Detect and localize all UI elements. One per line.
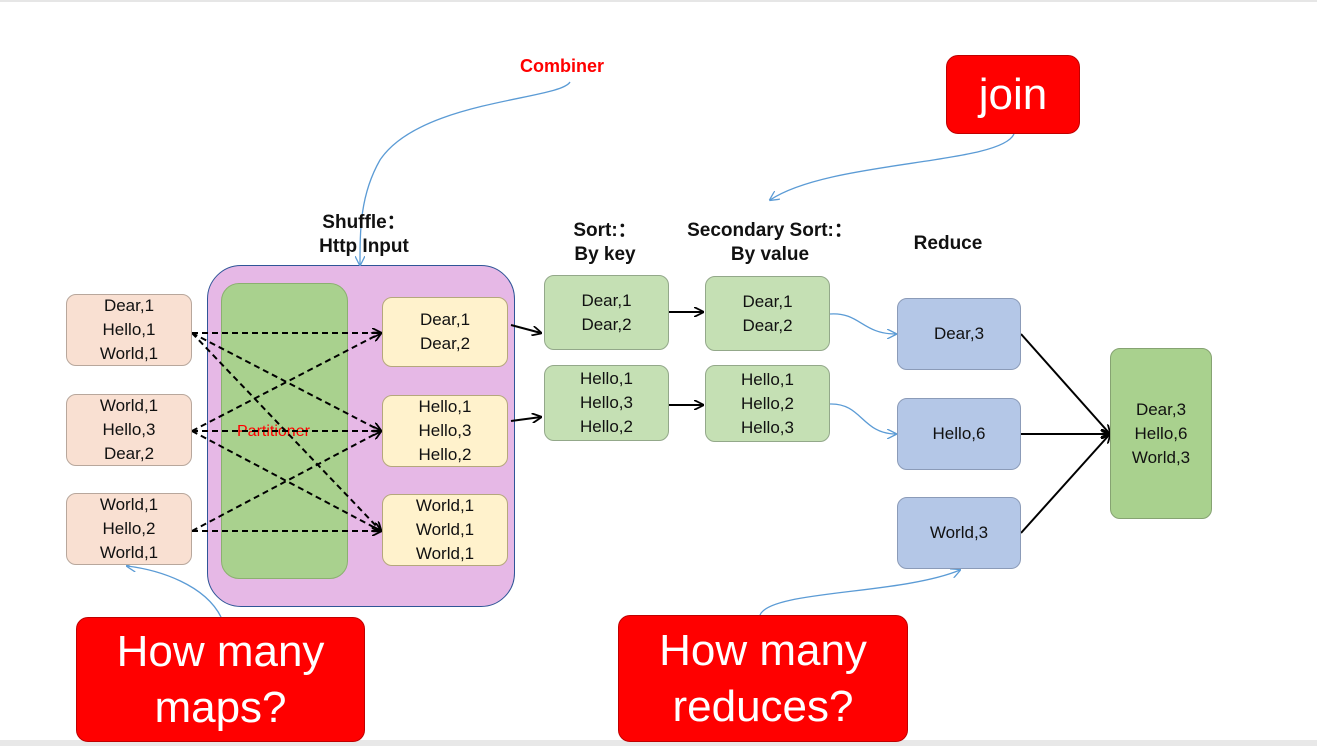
kv-pair: Dear,2 xyxy=(419,334,471,353)
kv-pair: World,1 xyxy=(99,344,159,363)
shuffle-heading-line-1: Shuffle： xyxy=(322,212,406,233)
sorted-by-value-box: Dear,1 Dear,2 xyxy=(705,276,830,351)
map-output-box: Dear,1 Hello,1 World,1 xyxy=(66,294,192,366)
sort-heading-line-1: Sort:： xyxy=(573,220,637,241)
reduce-output-box: Hello,6 xyxy=(897,398,1021,470)
secondary-sort-heading: Secondary Sort:： By value xyxy=(670,219,870,267)
kv-pair: Dear,2 xyxy=(742,315,793,335)
kv-pair: Dear,3 xyxy=(933,324,985,343)
kv-pair: Hello,6 xyxy=(1134,423,1188,443)
kv-pair: Hello,1 xyxy=(580,369,633,388)
callout-line: maps? xyxy=(154,682,287,732)
partition-output-box: World,1 World,1 World,1 xyxy=(382,494,508,566)
callout-line: How many xyxy=(659,625,867,675)
kv-pair: Hello,3 xyxy=(418,421,472,440)
sorted-by-key-box: Dear,1 Dear,2 xyxy=(544,275,669,350)
kv-pair: Hello,1 xyxy=(741,369,794,389)
callout-line: reduces? xyxy=(672,681,854,731)
kv-pair: World,1 xyxy=(415,544,475,563)
reduce-heading: Reduce xyxy=(913,233,983,254)
kv-pair: Dear,1 xyxy=(581,290,632,310)
kv-pair: World,1 xyxy=(99,495,159,514)
kv-pair: Hello,3 xyxy=(741,417,794,437)
map-output-box: World,1 Hello,3 Dear,2 xyxy=(66,394,192,466)
secondary-sort-heading-line-1: Secondary Sort:： xyxy=(687,220,853,241)
sorted-by-value-box: Hello,1 Hello,2 Hello,3 xyxy=(705,365,830,442)
map-output-box: World,1 Hello,2 World,1 xyxy=(66,493,192,565)
partitioner-label: Partitioner xyxy=(237,423,310,440)
kv-pair: Hello,2 xyxy=(741,393,794,413)
kv-pair: Dear,1 xyxy=(419,310,471,329)
kv-pair: Hello,6 xyxy=(932,424,986,443)
partition-output-box: Dear,1 Dear,2 xyxy=(382,297,508,367)
kv-pair: Hello,2 xyxy=(418,445,472,464)
kv-pair: Hello,3 xyxy=(580,393,633,412)
kv-pair: World,3 xyxy=(929,523,989,542)
kv-pair: Hello,1 xyxy=(418,397,472,416)
final-output-box: Dear,3 Hello,6 World,3 xyxy=(1110,348,1212,519)
join-callout: join xyxy=(946,55,1080,134)
shuffle-heading: Shuffle： Http Input xyxy=(289,211,439,259)
reduce-output-box: World,3 xyxy=(897,497,1021,569)
kv-pair: Hello,1 xyxy=(102,320,156,339)
kv-pair: Dear,2 xyxy=(103,444,155,463)
kv-pair: World,1 xyxy=(415,496,475,515)
kv-pair: Dear,1 xyxy=(103,296,155,315)
sorted-by-key-box: Hello,1 Hello,3 Hello,2 xyxy=(544,365,669,441)
join-callout-text: join xyxy=(978,69,1048,119)
sort-heading: Sort:： By key xyxy=(530,219,680,267)
kv-pair: Hello,2 xyxy=(580,417,633,436)
kv-pair: World,3 xyxy=(1131,447,1191,467)
kv-pair: World,1 xyxy=(415,520,475,539)
secondary-sort-heading-line-2: By value xyxy=(730,244,810,265)
partition-output-box: Hello,1 Hello,3 Hello,2 xyxy=(382,395,508,467)
combiner-label: Combiner xyxy=(520,56,605,76)
kv-pair: Dear,3 xyxy=(1135,399,1187,419)
callout-line: How many xyxy=(116,626,325,676)
kv-pair: Hello,3 xyxy=(102,420,156,439)
kv-pair: Dear,1 xyxy=(742,291,793,311)
kv-pair: Dear,2 xyxy=(581,314,632,334)
kv-pair: Hello,2 xyxy=(102,519,156,538)
kv-pair: World,1 xyxy=(99,543,159,562)
how-many-maps-callout: How many maps? xyxy=(76,617,365,742)
sort-heading-line-2: By key xyxy=(574,244,636,265)
shuffle-heading-line-2: Http Input xyxy=(319,236,409,257)
reduce-output-box: Dear,3 xyxy=(897,298,1021,370)
how-many-reduces-callout: How many reduces? xyxy=(618,615,908,742)
kv-pair: World,1 xyxy=(99,396,159,415)
